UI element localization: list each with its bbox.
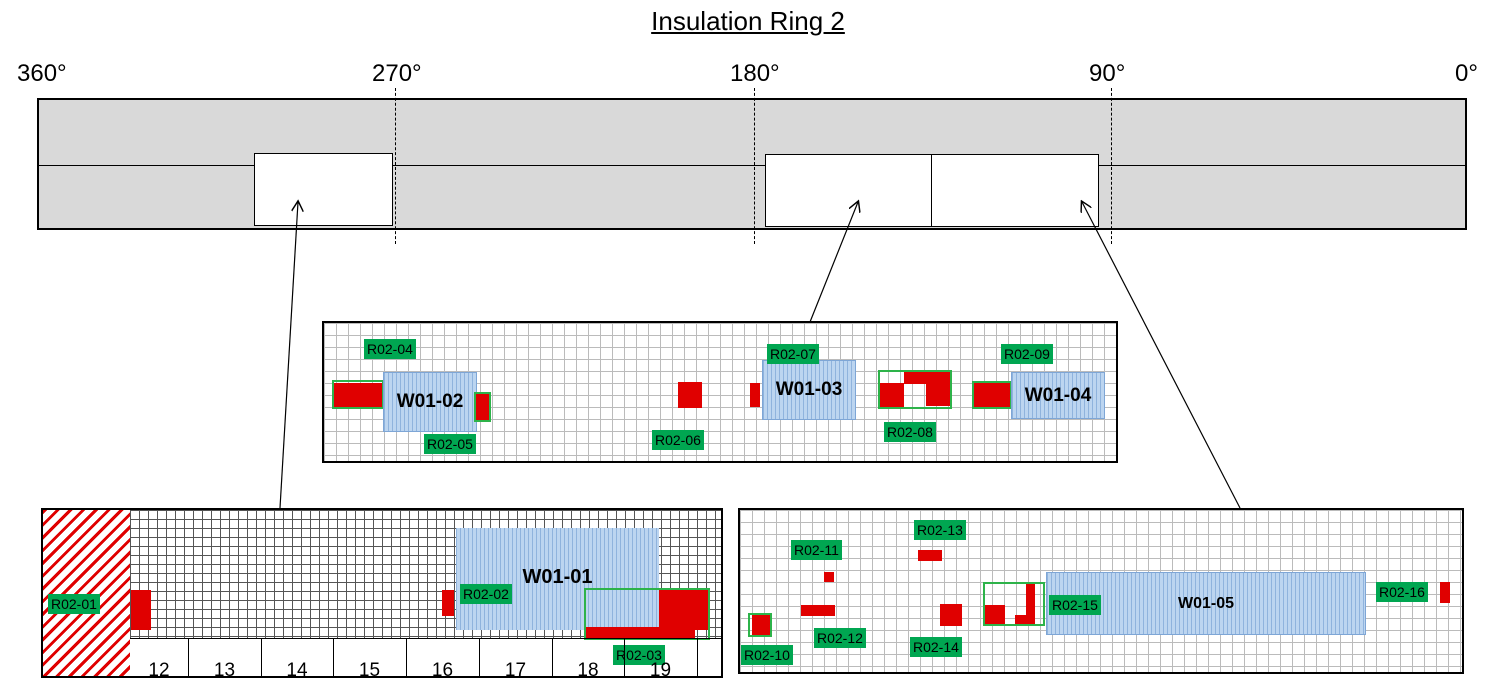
window-w01-01-area <box>456 528 659 630</box>
region-label-r02-03: R02-03 <box>613 645 665 665</box>
region-label-r02-11: R02-11 <box>791 540 842 560</box>
defect-area <box>801 605 835 616</box>
column-divider <box>261 638 262 678</box>
defect-area <box>904 372 950 384</box>
angle-label-270: 270° <box>372 60 422 87</box>
defect-area <box>824 572 834 582</box>
defect-area <box>1015 615 1035 625</box>
defect-area <box>334 383 382 407</box>
column-number: 19 <box>649 660 672 681</box>
defect-area <box>585 627 695 639</box>
angle-label-90: 90° <box>1089 60 1126 87</box>
defect-area <box>752 615 772 635</box>
angle-label-0: 0° <box>1455 60 1478 87</box>
defect-area <box>442 590 454 616</box>
region-label-r02-09: R02-09 <box>1001 344 1053 364</box>
angle-label-360: 360° <box>17 60 67 87</box>
region-label-r02-15: R02-15 <box>1049 595 1101 615</box>
region-label-r02-13: R02-13 <box>914 520 966 540</box>
column-number: 13 <box>213 660 236 681</box>
region-label-r02-16: R02-16 <box>1376 582 1428 602</box>
column-number: 15 <box>358 660 381 681</box>
column-number: 16 <box>431 660 454 681</box>
region-label-r02-14: R02-14 <box>910 637 962 657</box>
region-outline <box>983 582 1045 626</box>
region-outline <box>878 370 952 409</box>
column-divider <box>697 638 698 678</box>
region-outline <box>584 588 710 640</box>
defect-area <box>926 384 950 406</box>
hatched-region <box>43 510 130 676</box>
defect-area <box>940 604 962 626</box>
defect-area <box>1026 582 1035 625</box>
region-outline <box>332 380 384 409</box>
region-label-r02-02: R02-02 <box>460 584 512 604</box>
region-label-r02-10: R02-10 <box>741 645 793 665</box>
defect-area <box>985 605 1005 625</box>
region-label-r02-12: R02-12 <box>814 628 866 648</box>
region-outline <box>972 381 1012 409</box>
column-divider <box>406 638 407 678</box>
defect-area <box>476 394 489 420</box>
column-divider <box>188 638 189 678</box>
window-w01-01: W01-01 <box>522 566 593 588</box>
region-label-r02-04: R02-04 <box>364 339 416 359</box>
dashed-line-180 <box>754 88 755 244</box>
window-marker-w01-01 <box>254 153 393 226</box>
region-outline <box>474 392 491 422</box>
window-w01-03: W01-03 <box>762 360 856 420</box>
angle-label-180: 180° <box>730 60 780 87</box>
defect-area <box>974 383 1010 407</box>
defect-area <box>678 382 702 408</box>
column-divider <box>624 638 625 678</box>
window-w01-04: W01-04 <box>1011 372 1105 419</box>
region-label-r02-05: R02-05 <box>424 434 476 454</box>
window-divider <box>931 154 932 227</box>
region-outline <box>748 613 772 637</box>
diagram-title: Insulation Ring 2 <box>651 6 845 36</box>
column-divider <box>333 638 334 678</box>
defect-area <box>750 383 760 407</box>
dashed-line-90 <box>1111 88 1112 244</box>
region-label-r02-06: R02-06 <box>652 430 704 450</box>
column-divider <box>479 638 480 678</box>
column-divider <box>552 638 553 678</box>
column-number: 17 <box>504 660 527 681</box>
defect-area <box>131 590 151 630</box>
column-number: 18 <box>577 660 599 681</box>
window-w01-02: W01-02 <box>383 372 477 432</box>
defect-area <box>918 550 942 561</box>
defect-area <box>880 383 904 407</box>
region-label-r02-08: R02-08 <box>884 422 936 442</box>
column-header-divider <box>130 638 721 639</box>
window-marker-w01-03-04 <box>765 154 1099 227</box>
defect-area <box>659 590 709 630</box>
region-label-r02-07: R02-07 <box>767 344 819 364</box>
column-number: 14 <box>286 660 308 681</box>
defect-area <box>1440 582 1450 603</box>
dashed-line-270 <box>395 88 396 244</box>
region-label-r02-01: R02-01 <box>48 594 100 614</box>
column-number: 12 <box>148 660 170 681</box>
ring-centerline <box>37 165 1467 166</box>
